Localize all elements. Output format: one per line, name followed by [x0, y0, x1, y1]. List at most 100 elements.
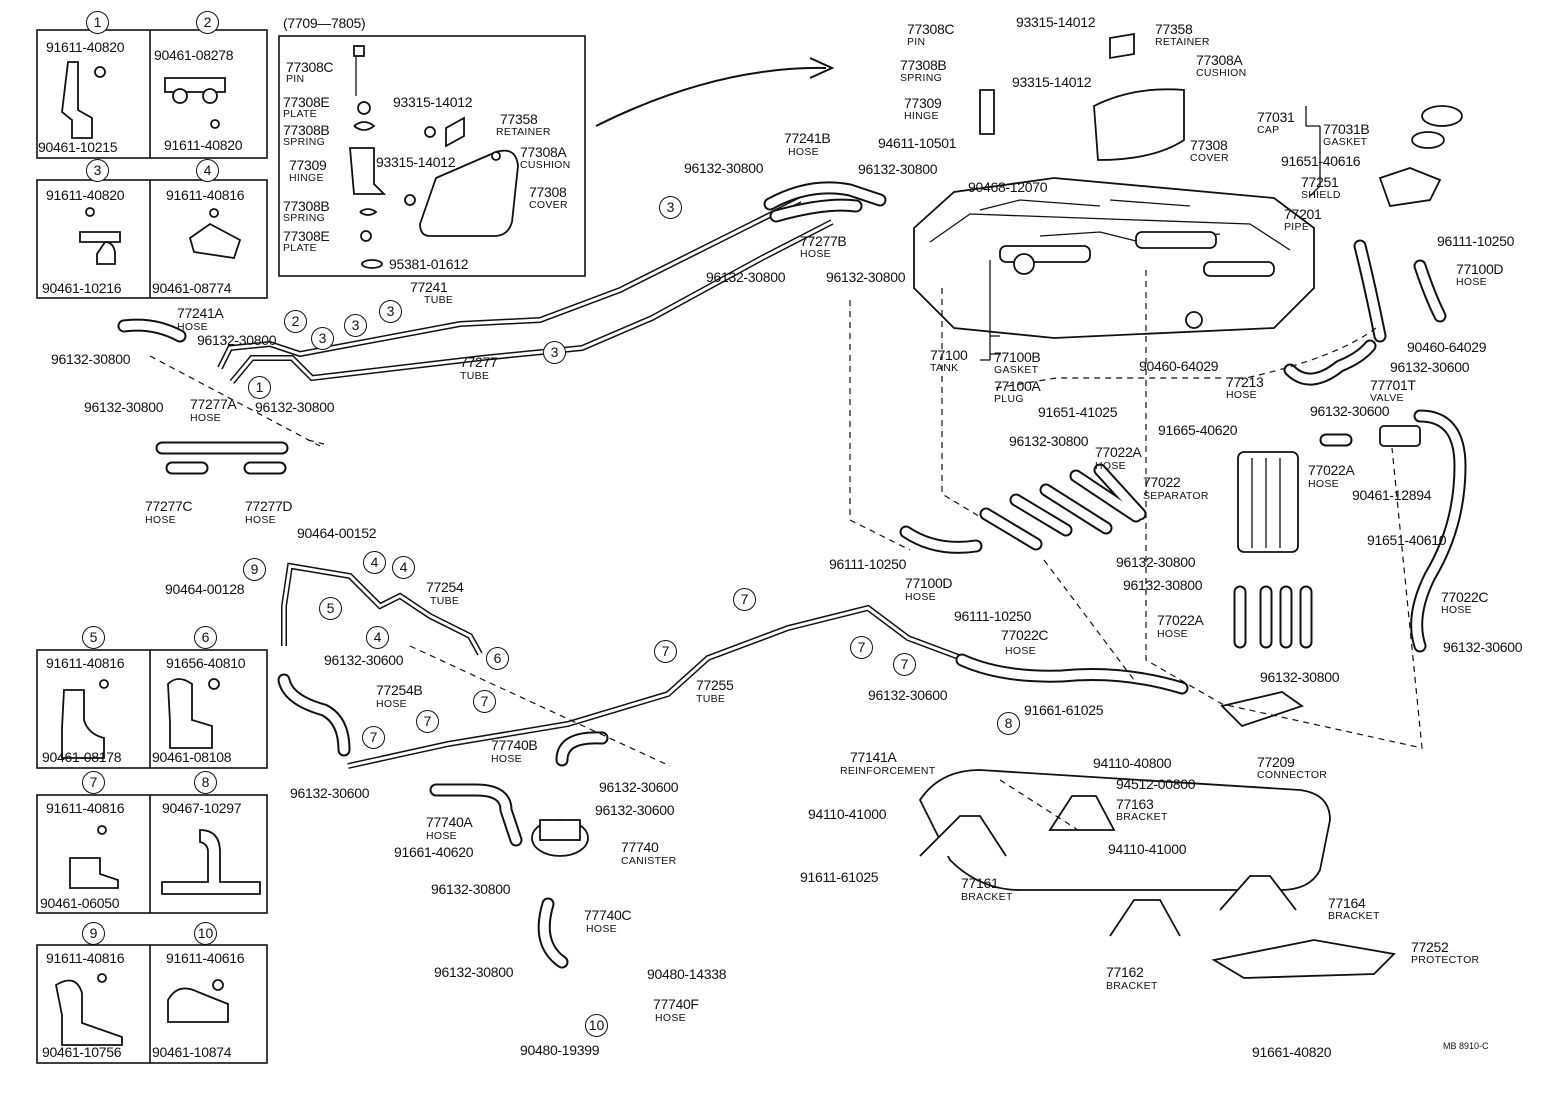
part-number: 91651-40616	[1281, 153, 1361, 169]
part-number: 77308C	[286, 59, 334, 75]
part-number: 91661-61025	[1024, 702, 1104, 718]
part-number: 77277C	[145, 498, 193, 514]
part-number: 77308A	[1196, 52, 1243, 68]
part-description: HOSE	[177, 321, 208, 333]
part-number: 93315-14012	[376, 154, 456, 170]
part-number: 77241B	[784, 130, 831, 146]
inset-arrow	[595, 66, 827, 127]
box-number: 1	[86, 11, 109, 34]
part-number: 90464-00128	[165, 581, 245, 597]
part-number: 96111-10250	[829, 556, 907, 572]
box-number: 2	[196, 11, 219, 34]
part-number: 77277	[460, 354, 498, 370]
callout-number: 9	[243, 558, 266, 581]
box-number: 3	[86, 159, 109, 182]
tank-underbody	[918, 769, 1396, 979]
box-part-number: 91611-40616	[166, 950, 245, 966]
part-number: 94110-41000	[1108, 841, 1187, 857]
part-description: CONNECTOR	[1257, 769, 1328, 781]
callout-number: 7	[733, 588, 756, 611]
diagram-code: MB 8910-C	[1443, 1041, 1489, 1051]
part-description: HOSE	[1095, 460, 1126, 472]
callout-number: 3	[311, 327, 334, 350]
part-number: 96132-30800	[1009, 433, 1089, 449]
part-number: 94110-41000	[808, 806, 887, 822]
part-number: 77740F	[653, 996, 699, 1012]
part-number: 77277D	[245, 498, 293, 514]
part-number: 77254	[426, 579, 464, 595]
box-number: 10	[194, 922, 217, 945]
part-number: 77309	[289, 157, 327, 173]
part-number: 90460-64029	[1139, 358, 1219, 374]
callout-number: 3	[659, 196, 682, 219]
part-number: 77022A	[1157, 612, 1204, 628]
part-number: 77308B	[283, 122, 330, 138]
part-number: 91651-40610	[1367, 532, 1447, 548]
part-number: 96132-30600	[324, 652, 404, 668]
part-description: COVER	[1190, 152, 1229, 164]
part-number: 77100A	[994, 378, 1041, 394]
part-number: 77100D	[905, 575, 953, 591]
part-description: REINFORCEMENT	[840, 765, 936, 777]
part-description: HOSE	[491, 753, 522, 765]
box-part-number: 90461-06050	[40, 895, 120, 911]
part-number: 90480-14338	[647, 966, 727, 982]
box-part-number: 91611-40820	[46, 187, 125, 203]
callout-number: 3	[379, 300, 402, 323]
box-number: 5	[82, 626, 105, 649]
part-description: PROTECTOR	[1411, 954, 1480, 966]
part-number: 77309	[904, 95, 942, 111]
part-description: BRACKET	[1328, 910, 1380, 922]
part-number: 77163	[1116, 796, 1154, 812]
part-number: 93315-14012	[1012, 74, 1092, 90]
box-part-number: 90461-08108	[152, 749, 232, 765]
part-description: HOSE	[905, 591, 936, 603]
part-description: HOSE	[655, 1012, 686, 1024]
part-description: HOSE	[1157, 628, 1188, 640]
part-description: BRACKET	[1116, 811, 1168, 823]
part-number: 94611-10501	[878, 135, 957, 151]
part-description: HOSE	[788, 146, 819, 158]
part-description: PIPE	[1284, 221, 1310, 233]
part-number: 77161	[961, 875, 999, 891]
callout-number: 1	[248, 376, 271, 399]
part-number: 77252	[1411, 939, 1449, 955]
part-description: SHIELD	[1301, 189, 1341, 201]
part-number: 77031	[1257, 109, 1295, 125]
fuel-tubes-upper	[217, 197, 834, 384]
part-description: HOSE	[190, 412, 221, 424]
part-number: 96132-30800	[1123, 577, 1203, 593]
part-description: PLATE	[283, 108, 317, 120]
callout-number: 7	[850, 636, 873, 659]
part-number: 90464-00152	[297, 525, 377, 541]
part-description: RETAINER	[1155, 36, 1210, 48]
part-number: 96132-30800	[1116, 554, 1196, 570]
part-number: 96132-30800	[858, 161, 938, 177]
part-description: CUSHION	[520, 159, 571, 171]
box-part-number: 91611-40820	[164, 137, 243, 153]
part-number: 77308	[1190, 137, 1228, 153]
part-number: 77701T	[1370, 377, 1416, 393]
part-description: PIN	[286, 73, 305, 85]
callout-number: 7	[473, 690, 496, 713]
part-number: 93315-14012	[1016, 14, 1096, 30]
part-description: TUBE	[460, 370, 490, 382]
box-part-number: 91611-40816	[46, 655, 125, 671]
part-description: SPRING	[900, 72, 943, 84]
clamp-boxes	[36, 29, 268, 1064]
components	[531, 32, 1463, 857]
part-number: 77022C	[1001, 627, 1049, 643]
part-number: 77022C	[1441, 589, 1489, 605]
part-number: 77358	[1155, 21, 1193, 37]
part-description: COVER	[529, 199, 568, 211]
part-description: HOSE	[800, 248, 831, 260]
part-number: 90480-19399	[520, 1042, 600, 1058]
part-number: 77740C	[584, 907, 632, 923]
part-description: HOSE	[1005, 645, 1036, 657]
callout-number: 3	[543, 341, 566, 364]
part-number: 94512-00800	[1116, 776, 1196, 792]
part-number: 77213	[1226, 374, 1264, 390]
part-description: SPRING	[283, 212, 326, 224]
